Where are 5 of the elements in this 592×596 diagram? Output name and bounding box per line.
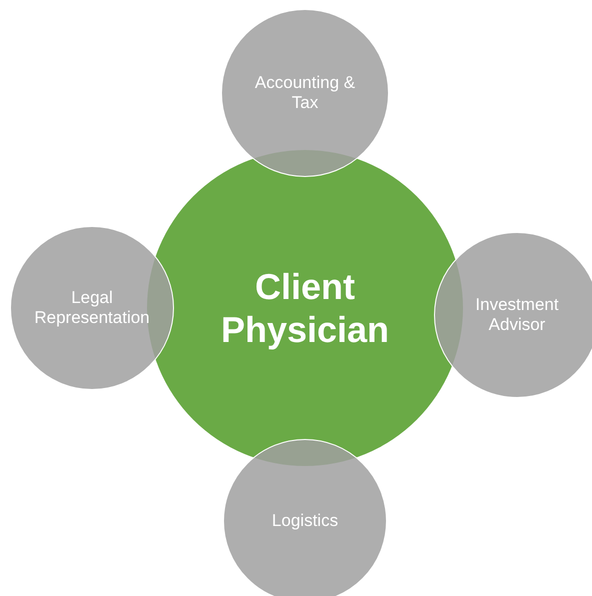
circle-title: Client Physician bbox=[220, 264, 390, 352]
circle-label: Legal Representation bbox=[33, 288, 151, 328]
circle-label: Accounting & Tax bbox=[254, 72, 356, 114]
circle-label: Logistics bbox=[272, 510, 338, 532]
circle-label: Investment Advisor bbox=[474, 294, 560, 336]
